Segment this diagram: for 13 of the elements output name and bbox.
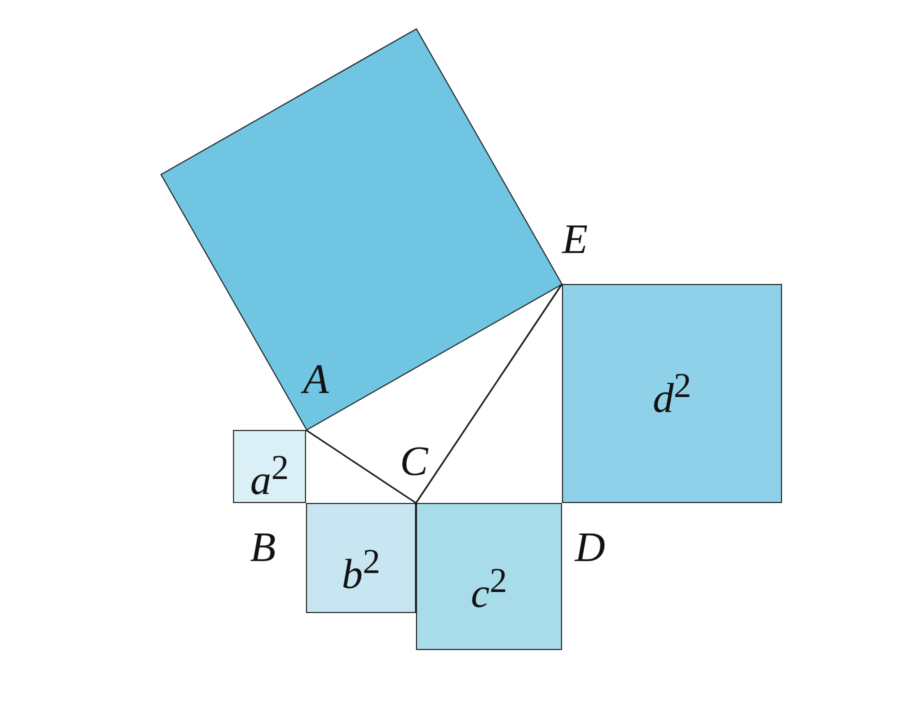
area-label: a$^{2}$ [250, 450, 289, 502]
point-label: C [400, 441, 428, 483]
area-label: d$^{2}$ [652, 368, 692, 420]
area-label: b$^{2}$ [342, 544, 380, 596]
point-label: A [303, 359, 329, 401]
point-label: B [250, 527, 276, 569]
area-label: c$^{2}$ [470, 562, 508, 614]
square [233, 430, 306, 503]
square [306, 503, 416, 613]
square [562, 284, 782, 503]
square [416, 503, 562, 650]
point-label: E [562, 219, 588, 261]
point-label: D [574, 527, 606, 569]
